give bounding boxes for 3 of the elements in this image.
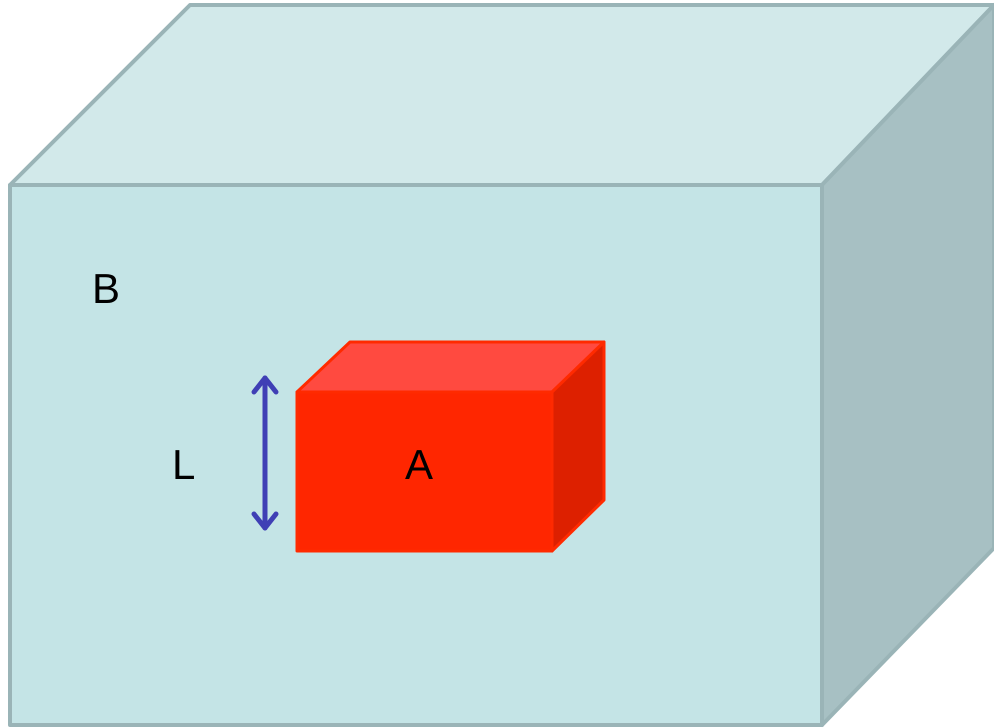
block-label: A: [405, 444, 434, 486]
region-label: B: [92, 268, 120, 310]
dimension-label: L: [172, 444, 196, 486]
